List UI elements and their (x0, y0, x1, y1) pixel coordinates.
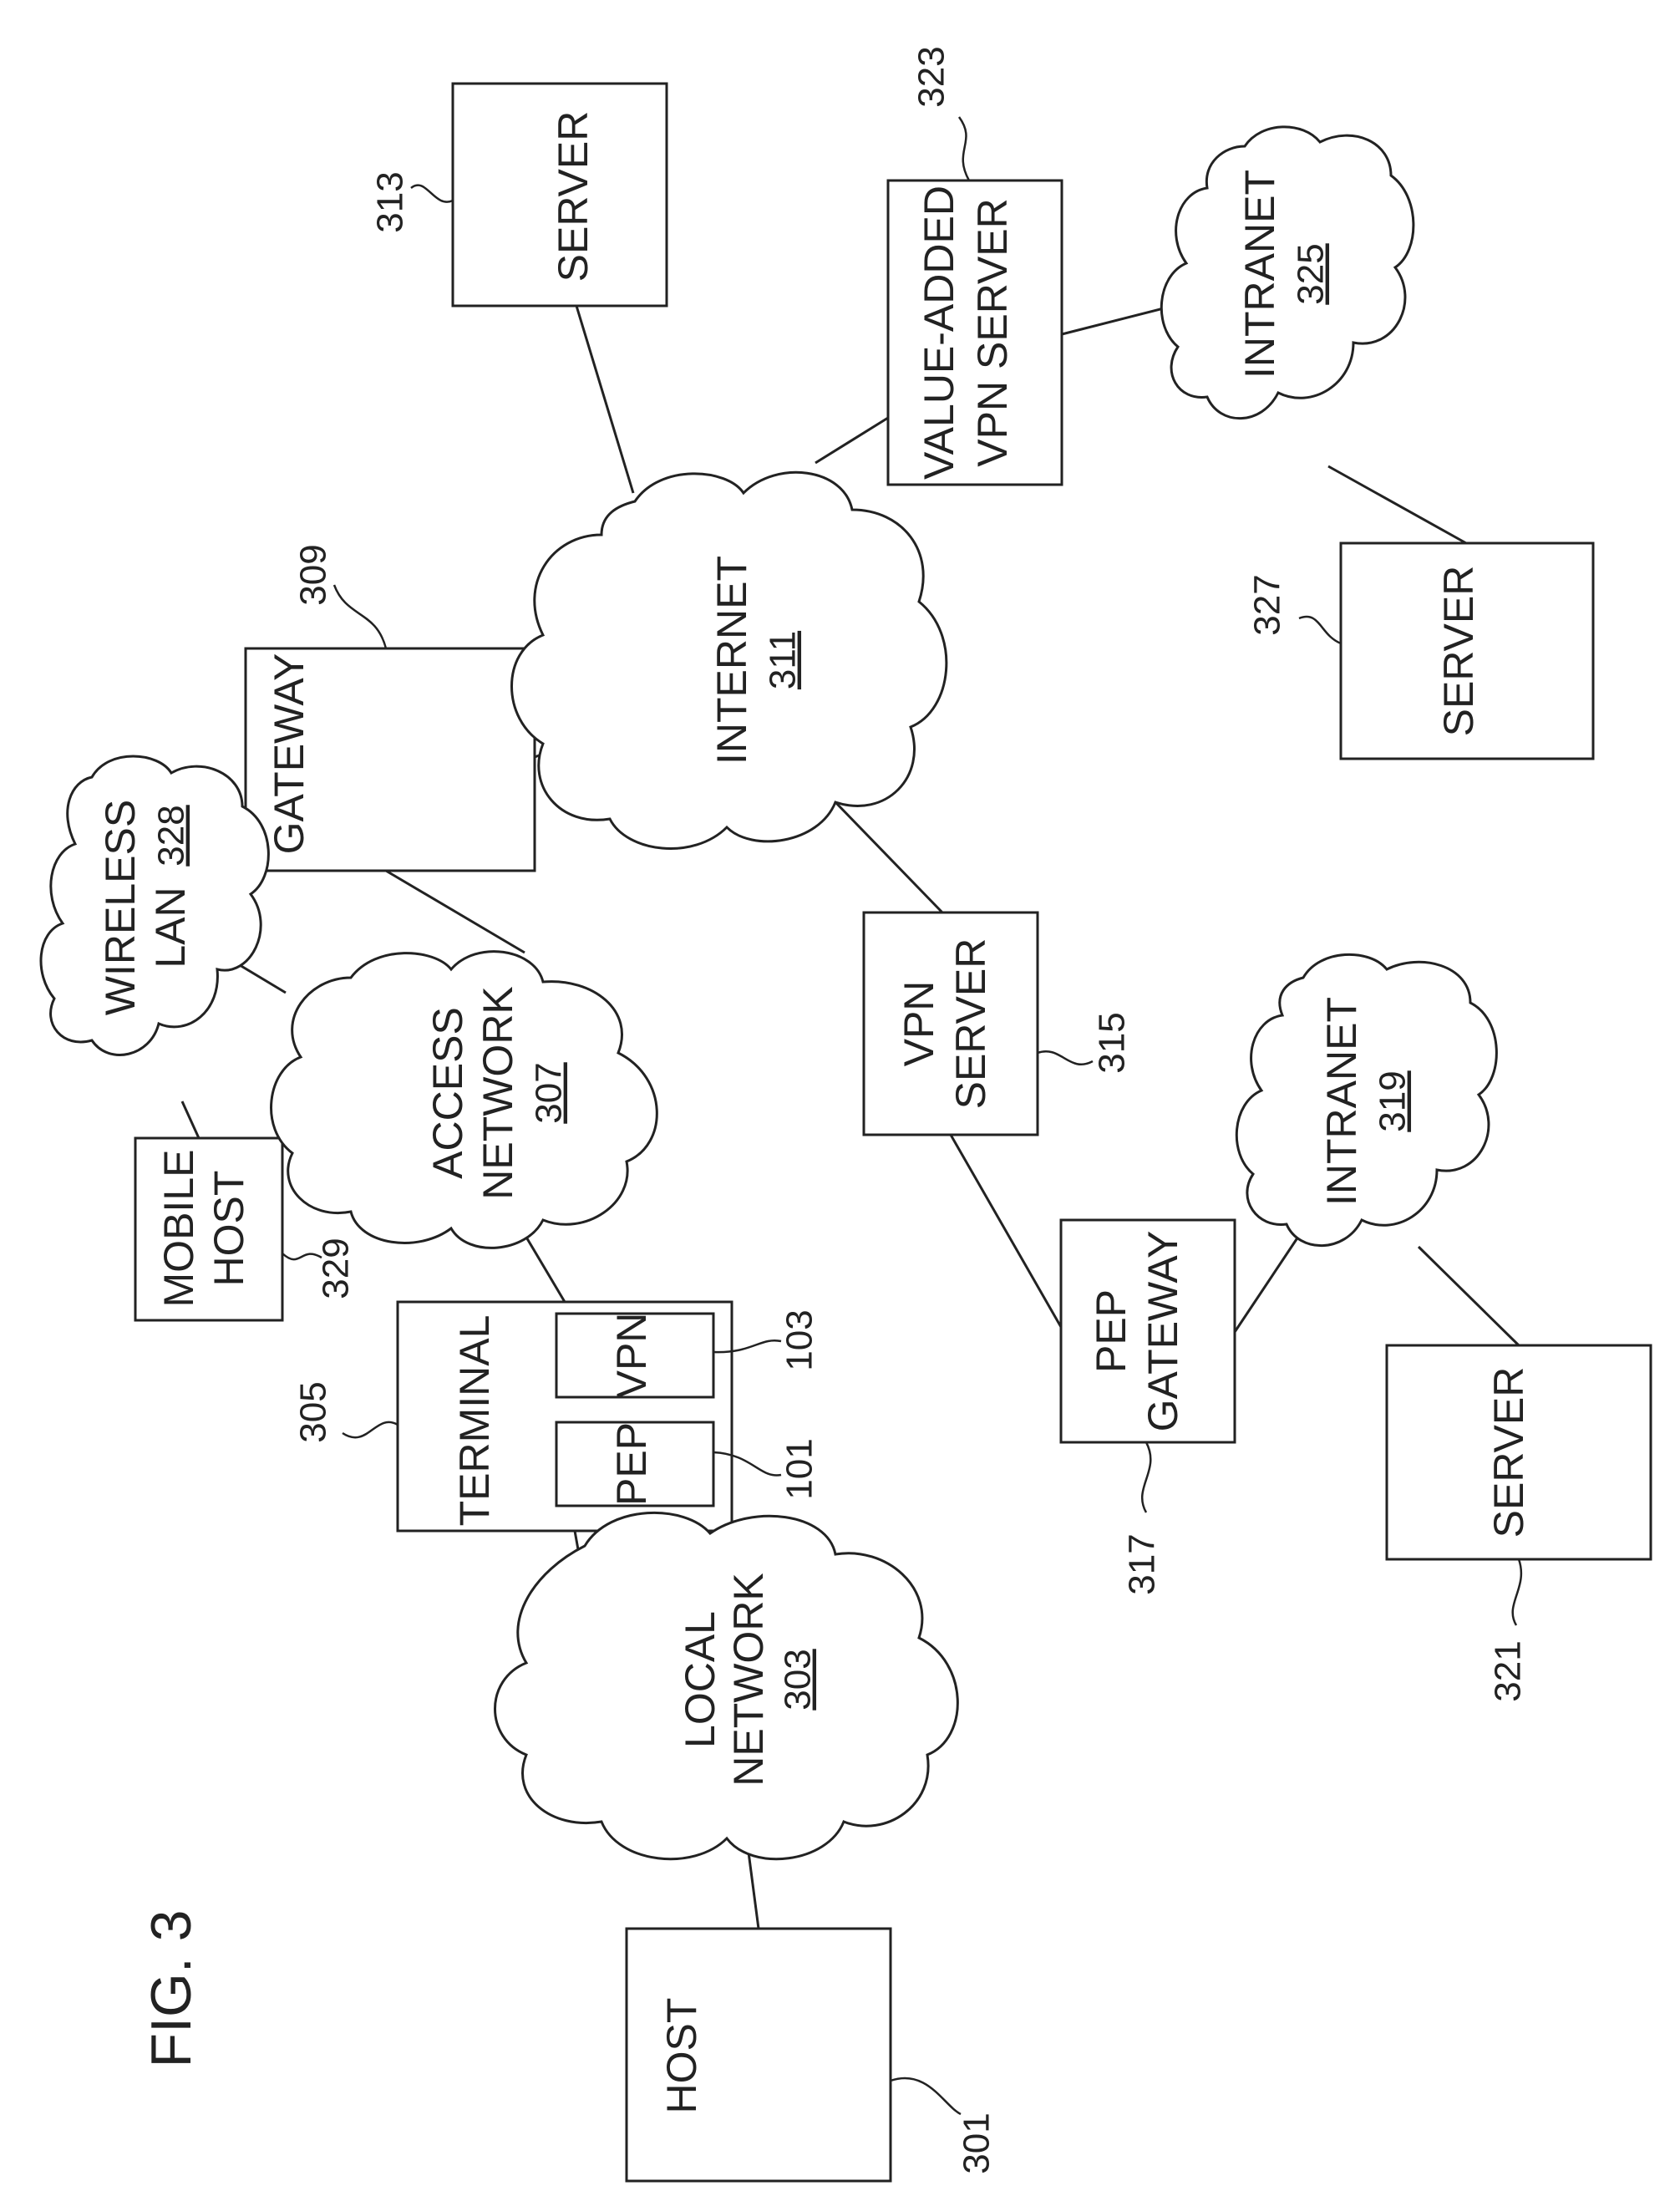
access-network-label-line2: NETWORK (475, 986, 521, 1200)
server-327-node: SERVER (1341, 543, 1593, 759)
ref-315: 315 (1092, 1012, 1133, 1073)
leader-309 (334, 585, 386, 648)
wireless-lan-node: WIRELESS LAN 328 (41, 756, 268, 1055)
leader-315 (1038, 1051, 1093, 1065)
leader-321 (1513, 1559, 1521, 1625)
intranet-319-cloud (1236, 954, 1496, 1245)
link-internet-vpn-server (835, 802, 942, 912)
link-internet-server-313 (576, 306, 633, 493)
vpn-server-node: VPN SERVER (864, 912, 1038, 1135)
local-network-node: LOCAL NETWORK 303 (495, 1512, 958, 1858)
link-vpn-server-pep-gateway (951, 1135, 1061, 1327)
vpn-label: VPN (608, 1313, 655, 1399)
server-327-label: SERVER (1435, 566, 1482, 737)
server-321-label: SERVER (1485, 1367, 1532, 1538)
intranet-319-node: INTRANET 319 (1236, 954, 1496, 1245)
link-access-network-gateway (386, 871, 525, 953)
ref-323: 323 (911, 46, 952, 107)
terminal-node: TERMINAL PEP VPN (398, 1302, 732, 1531)
mobile-host-label-line1: MOBILE (155, 1150, 202, 1308)
intranet-325-ref: 325 (1291, 243, 1332, 304)
intranet-319-label: INTRANET (1318, 997, 1365, 1206)
local-network-label-line2: NETWORK (725, 1573, 772, 1787)
link-intranet-319-server-321 (1419, 1247, 1519, 1345)
host-node: HOST (627, 1929, 891, 2181)
server-313-label: SERVER (550, 111, 596, 282)
host-label: HOST (658, 1998, 705, 2114)
wireless-lan-label-line1: WIRELESS (97, 800, 144, 1015)
wireless-lan-label-line2: LAN (147, 887, 194, 968)
gateway-node: GATEWAY (246, 648, 535, 871)
wireless-lan-ref: 328 (151, 805, 192, 866)
access-network-ref: 307 (529, 1062, 570, 1123)
intranet-325-cloud (1161, 127, 1414, 419)
access-network-node: ACCESS NETWORK 307 (272, 952, 657, 1248)
intranet-319-ref: 319 (1373, 1070, 1414, 1131)
link-intranet-325-server-327 (1328, 466, 1466, 543)
link-wireless-lan-mobile-host (182, 1101, 199, 1138)
vpn-server-label-line2: SERVER (947, 938, 994, 1110)
server-313-node: SERVER (453, 84, 667, 306)
intranet-325-node: INTRANET 325 (1161, 127, 1414, 419)
mobile-host-label-line2: HOST (206, 1171, 252, 1287)
pep-gateway-label-line2: GATEWAY (1139, 1231, 1186, 1432)
server-321-node: SERVER (1387, 1345, 1651, 1559)
mobile-host-node: MOBILE HOST (135, 1138, 282, 1320)
internet-label: INTERNET (708, 556, 755, 765)
value-added-vpn-server-node: VALUE-ADDED VPN SERVER (888, 180, 1062, 485)
local-network-ref: 303 (778, 1649, 819, 1710)
internet-node: INTERNET 311 (512, 472, 947, 848)
ref-305: 305 (293, 1381, 334, 1442)
ref-103: 103 (779, 1309, 820, 1370)
access-network-label-line1: ACCESS (424, 1007, 471, 1179)
ref-329: 329 (316, 1238, 357, 1299)
ref-309: 309 (293, 544, 334, 605)
ref-313: 313 (370, 171, 411, 232)
leader-323 (959, 117, 969, 180)
ref-321: 321 (1488, 1640, 1529, 1701)
vpn-server-label-line1: VPN (896, 981, 942, 1067)
intranet-325-label: INTRANET (1236, 170, 1283, 379)
leader-301 (891, 2078, 961, 2114)
local-network-label-line1: LOCAL (677, 1611, 723, 1748)
ref-317: 317 (1122, 1533, 1163, 1594)
value-added-vpn-server-label-line1: VALUE-ADDED (916, 186, 962, 480)
leader-305 (343, 1422, 398, 1437)
internet-ref: 311 (763, 631, 804, 689)
leader-327 (1299, 617, 1341, 643)
ref-301: 301 (957, 2112, 997, 2173)
ref-101: 101 (779, 1438, 820, 1499)
ref-327: 327 (1247, 574, 1288, 635)
gateway-label: GATEWAY (266, 653, 312, 855)
terminal-label: TERMINAL (451, 1315, 498, 1527)
value-added-vpn-server-label-line2: VPN SERVER (969, 198, 1016, 466)
leader-313 (411, 186, 453, 202)
pep-gateway-label-line1: PEP (1088, 1289, 1134, 1373)
pep-gateway-node: PEP GATEWAY (1061, 1220, 1235, 1442)
link-internet-value-added-vpn-server (815, 418, 888, 463)
leader-317 (1142, 1442, 1150, 1512)
pep-label: PEP (608, 1422, 655, 1506)
figure-title: FIG. 3 (140, 1910, 203, 2068)
